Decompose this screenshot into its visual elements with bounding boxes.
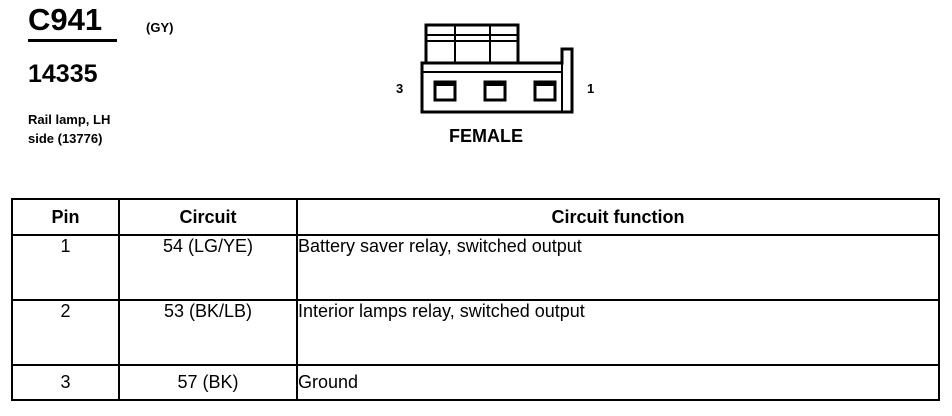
connector-id: C941 [28,2,103,37]
pin-table: Pin Circuit Circuit function 1 54 (LG/YE… [11,198,940,401]
header-circuit-function: Circuit function [296,198,940,236]
cell-function: Battery saver relay, switched output [296,234,940,301]
cell-function: Ground [296,364,940,401]
connector-color: (GY) [146,20,174,35]
description-line-1: Rail lamp, LH [28,112,111,127]
cell-circuit: 53 (BK/LB) [118,299,298,366]
cell-circuit: 57 (BK) [118,364,298,401]
header-circuit: Circuit [118,198,298,236]
cell-circuit: 54 (LG/YE) [118,234,298,301]
connector-face-icon [420,23,574,114]
table-row: 3 57 (BK) Ground [11,364,940,401]
cell-pin: 3 [11,364,120,401]
description-line-2: side (13776) [28,131,103,146]
connector-gender: FEMALE [449,126,523,146]
cell-pin: 1 [11,234,120,301]
part-number: 14335 [28,60,98,88]
cell-pin: 2 [11,299,120,366]
table-row: 2 53 (BK/LB) Interior lamps relay, switc… [11,299,940,366]
connector-id-underline [28,39,117,42]
pin-label-left: 3 [396,81,404,96]
header-pin: Pin [11,198,120,236]
table-header-row: Pin Circuit Circuit function [11,198,940,236]
table-row: 1 54 (LG/YE) Battery saver relay, switch… [11,234,940,301]
cell-function: Interior lamps relay, switched output [296,299,940,366]
connector-description: Rail lamp, LH side (13776) [28,110,178,148]
pin-label-right: 1 [587,81,595,96]
